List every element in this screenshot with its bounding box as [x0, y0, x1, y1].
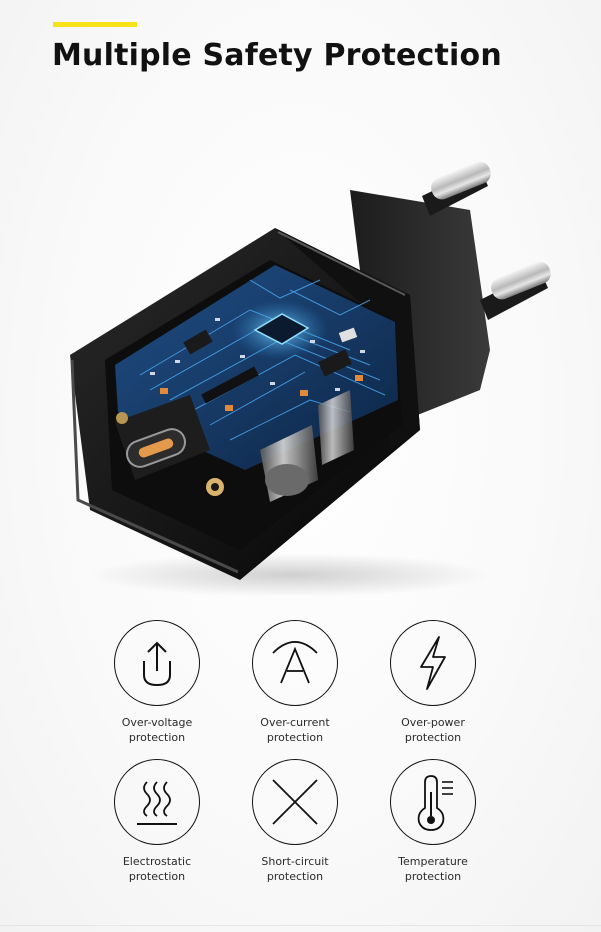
accent-bar	[53, 22, 137, 27]
heat-waves-icon	[114, 759, 200, 845]
page-title: Multiple Safety Protection	[52, 38, 502, 73]
feature-label: Electrostatic protection	[122, 855, 192, 883]
feature-electrostatic: Electrostatic protection	[88, 759, 226, 898]
feature-label: Over-voltage protection	[121, 716, 193, 744]
x-mark-icon	[252, 759, 338, 845]
feature-over-voltage: Over-voltage protection	[88, 620, 226, 759]
divider	[0, 925, 601, 926]
feature-temperature: Temperature protection	[364, 759, 502, 898]
feature-label: Short-circuit protection	[261, 855, 329, 883]
feature-over-current: Over-current protection	[226, 620, 364, 759]
feature-label: Over-power protection	[401, 716, 465, 744]
feature-over-power: Over-power protection	[364, 620, 502, 759]
plug-pin-top	[422, 161, 491, 216]
plug-pin-bottom	[480, 261, 551, 320]
letter-a-icon	[252, 620, 338, 706]
feature-short-circuit: Short-circuit protection	[226, 759, 364, 898]
feature-label: Over-current protection	[260, 716, 330, 744]
usb-c-port	[115, 395, 224, 496]
charger-product-image	[50, 150, 570, 610]
capacitors	[260, 390, 354, 502]
feature-label: Temperature protection	[398, 855, 468, 883]
feature-grid: Over-voltage protection Over-current pro…	[88, 620, 502, 898]
thermometer-icon	[390, 759, 476, 845]
lightning-bolt-icon	[390, 620, 476, 706]
upload-arrow-icon	[114, 620, 200, 706]
